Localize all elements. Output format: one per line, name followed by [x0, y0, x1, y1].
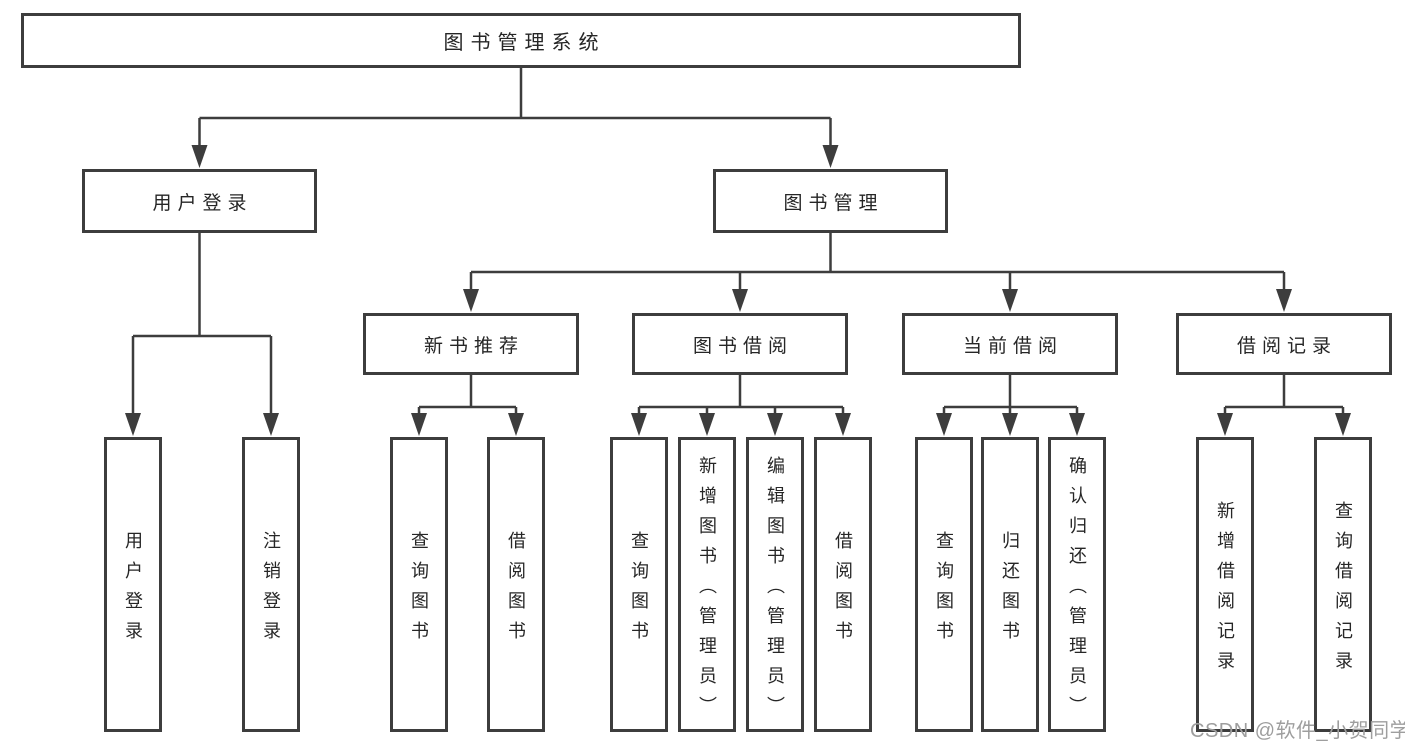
- leaf-query-books: 查询图书: [610, 437, 668, 732]
- node-label: 图书借阅: [692, 335, 793, 357]
- node-label: 用户登录: [123, 530, 143, 651]
- node-new-book-recommend: 新书推荐: [363, 313, 579, 375]
- node-borrowing-records: 借阅记录: [1176, 313, 1392, 375]
- node-book-borrowing: 图书借阅: [632, 313, 848, 375]
- arrowheads: [125, 145, 1351, 436]
- node-label: 注销登录: [261, 530, 281, 651]
- node-label: 用户登录: [152, 192, 253, 214]
- node-label: 借阅记录: [1236, 335, 1337, 357]
- leaf-confirm-return-admin: 确认归还（管理员）: [1048, 437, 1106, 732]
- leaf-query-borrow-record: 查询借阅记录: [1314, 437, 1372, 732]
- leaf-borrow-books: 借阅图书: [814, 437, 872, 732]
- leaf-return-books: 归还图书: [981, 437, 1039, 732]
- leaf-add-borrow-record: 新增借阅记录: [1196, 437, 1254, 732]
- node-label: 查询借阅记录: [1333, 500, 1353, 681]
- node-label: 查询图书: [409, 530, 429, 651]
- leaf-user-login: 用户登录: [104, 437, 162, 732]
- leaf-edit-books-admin: 编辑图书（管理员）: [746, 437, 804, 732]
- leaf-borrow-books-recommend: 借阅图书: [487, 437, 545, 732]
- node-user-login: 用户登录: [82, 169, 317, 233]
- leaf-query-books-current: 查询图书: [915, 437, 973, 732]
- node-label: 编辑图书（管理员）: [765, 455, 785, 726]
- node-label: 图书管理系统: [443, 32, 606, 54]
- leaf-add-books-admin: 新增图书（管理员）: [678, 437, 736, 732]
- node-label: 借阅图书: [506, 530, 526, 651]
- node-library-management-system: 图书管理系统: [21, 13, 1021, 68]
- node-label: 借阅图书: [833, 530, 853, 651]
- csdn-watermark: CSDN @软件_小贺同学: [1190, 720, 1405, 742]
- node-book-management: 图书管理: [713, 169, 948, 233]
- node-label: 图书管理: [783, 192, 884, 214]
- leaf-query-books-recommend: 查询图书: [390, 437, 448, 732]
- node-label: 新增图书（管理员）: [697, 455, 717, 726]
- node-label: 查询图书: [934, 530, 954, 651]
- node-label: 确认归还（管理员）: [1067, 455, 1087, 726]
- leaf-logout: 注销登录: [242, 437, 300, 732]
- node-current-borrowing: 当前借阅: [902, 313, 1118, 375]
- node-label: 新增借阅记录: [1215, 500, 1235, 681]
- node-label: 查询图书: [629, 530, 649, 651]
- node-label: 当前借阅: [962, 335, 1063, 357]
- node-label: 新书推荐: [423, 335, 524, 357]
- node-label: 归还图书: [1000, 530, 1020, 651]
